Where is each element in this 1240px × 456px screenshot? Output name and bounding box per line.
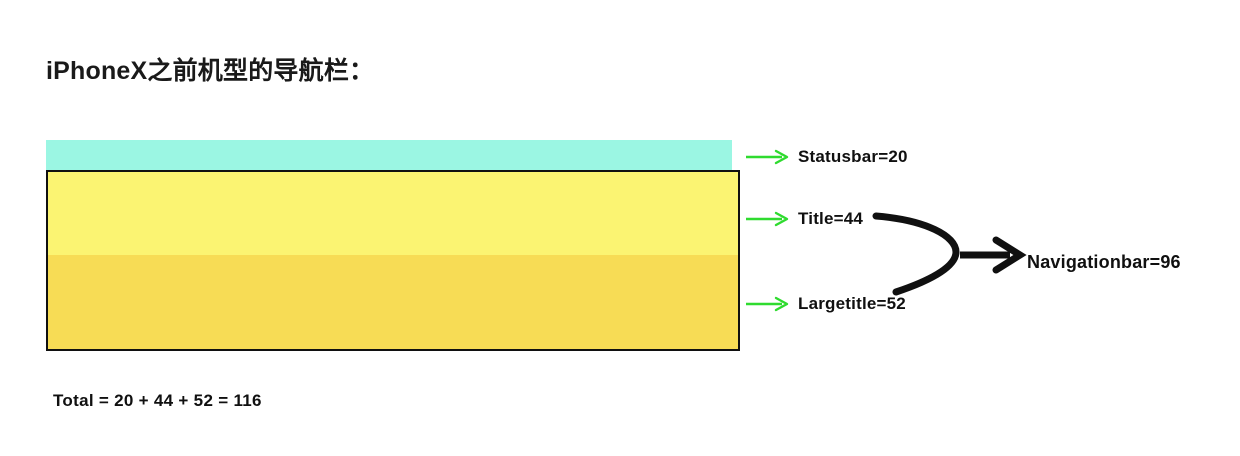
callout-statusbar: Statusbar=20 [746,147,908,167]
navigation-bar-diagram [46,140,740,351]
arrow-right-icon [746,211,789,227]
callout-label-statusbar: Statusbar=20 [798,147,908,166]
arrow-right-icon [746,296,789,312]
total-line: Total = 20 + 44 + 52 = 116 [53,391,262,410]
arrow-right-bold-icon [960,236,1027,274]
callout-largetitle: Largetitle=52 [746,294,906,314]
band-title [48,172,738,255]
callout-label-title: Title=44 [798,209,864,228]
arrow-right-icon [746,149,789,165]
navigationbar-box [46,170,740,351]
band-largetitle [48,255,738,349]
band-statusbar [46,140,732,170]
callout-title: Title=44 [746,209,863,229]
page-title: iPhoneX之前机型的导航栏： [46,57,375,85]
brace-and-merge-arrow [872,212,1027,296]
curly-brace-icon [872,212,960,296]
callout-label-navigationbar: Navigationbar=96 [1027,252,1181,272]
callout-label-largetitle: Largetitle=52 [798,294,906,313]
